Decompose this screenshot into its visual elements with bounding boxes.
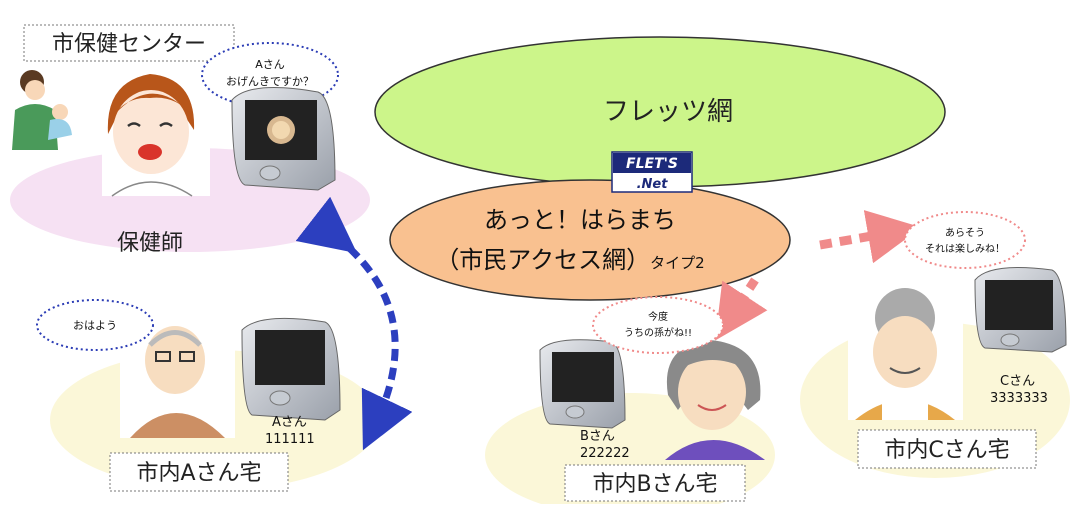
flets-net-logo: FLET'S .Net: [611, 151, 693, 193]
grandma-b-figure: [665, 340, 765, 460]
speech-b-line2: うちの孫がね!!: [624, 326, 692, 339]
speech-a: [36, 299, 154, 351]
home-c-label-box: [857, 429, 1037, 469]
logo-bottom: .Net: [637, 177, 669, 192]
blue-dashed-arrow: [295, 196, 413, 451]
grandma-c-figure: [848, 288, 963, 420]
local-network-line2: （市民アクセス網）タイプ2: [435, 246, 704, 274]
videophone-a: [241, 317, 341, 421]
speech-b-line1: 今度: [648, 310, 668, 323]
flets-network-label: フレッツ網: [603, 97, 733, 127]
speech-b: [592, 296, 724, 354]
nurse-speech-line2: おげんきですか？: [226, 75, 314, 88]
contact-a-name: Aさん: [272, 415, 307, 430]
speech-c-line1: あらそう: [945, 227, 985, 239]
home-a-label-box: [109, 452, 289, 492]
contact-b-number: 222222: [580, 446, 630, 461]
home-a-label: 市内Aさん宅: [136, 461, 261, 486]
center-label-box: [23, 24, 235, 62]
videophone-center: [231, 87, 336, 191]
videophone-b: [539, 339, 626, 429]
home-b-label-box: [564, 464, 746, 502]
center-label: 市保健センター: [52, 32, 206, 57]
home-b-label: 市内Bさん宅: [592, 472, 717, 497]
contact-c-name: Cさん: [1000, 374, 1035, 389]
speech-c: [904, 211, 1026, 269]
logo-top: FLET'S: [626, 156, 678, 172]
contact-b-name: Bさん: [580, 429, 615, 444]
nurse-figure: [102, 74, 210, 197]
home-c-label: 市内Cさん宅: [884, 438, 1009, 463]
videophone-c: [974, 267, 1067, 353]
contact-c-number: 3333333: [990, 391, 1048, 406]
nurse-speech-line1: Aさん: [255, 58, 285, 71]
speech-c-line2: それは楽しみね！: [925, 242, 1005, 255]
contact-a-number: 111111: [265, 432, 315, 447]
pink-arrow-to-b: [715, 277, 768, 341]
local-network-line1: あっと！はらまち: [484, 206, 676, 234]
speech-a-text: おはよう: [73, 319, 117, 332]
nurse-role-label: 保健師: [117, 231, 183, 256]
mother-baby-figure: [12, 70, 72, 150]
pink-arrow-to-c: [819, 210, 922, 264]
local-network: [389, 179, 791, 301]
